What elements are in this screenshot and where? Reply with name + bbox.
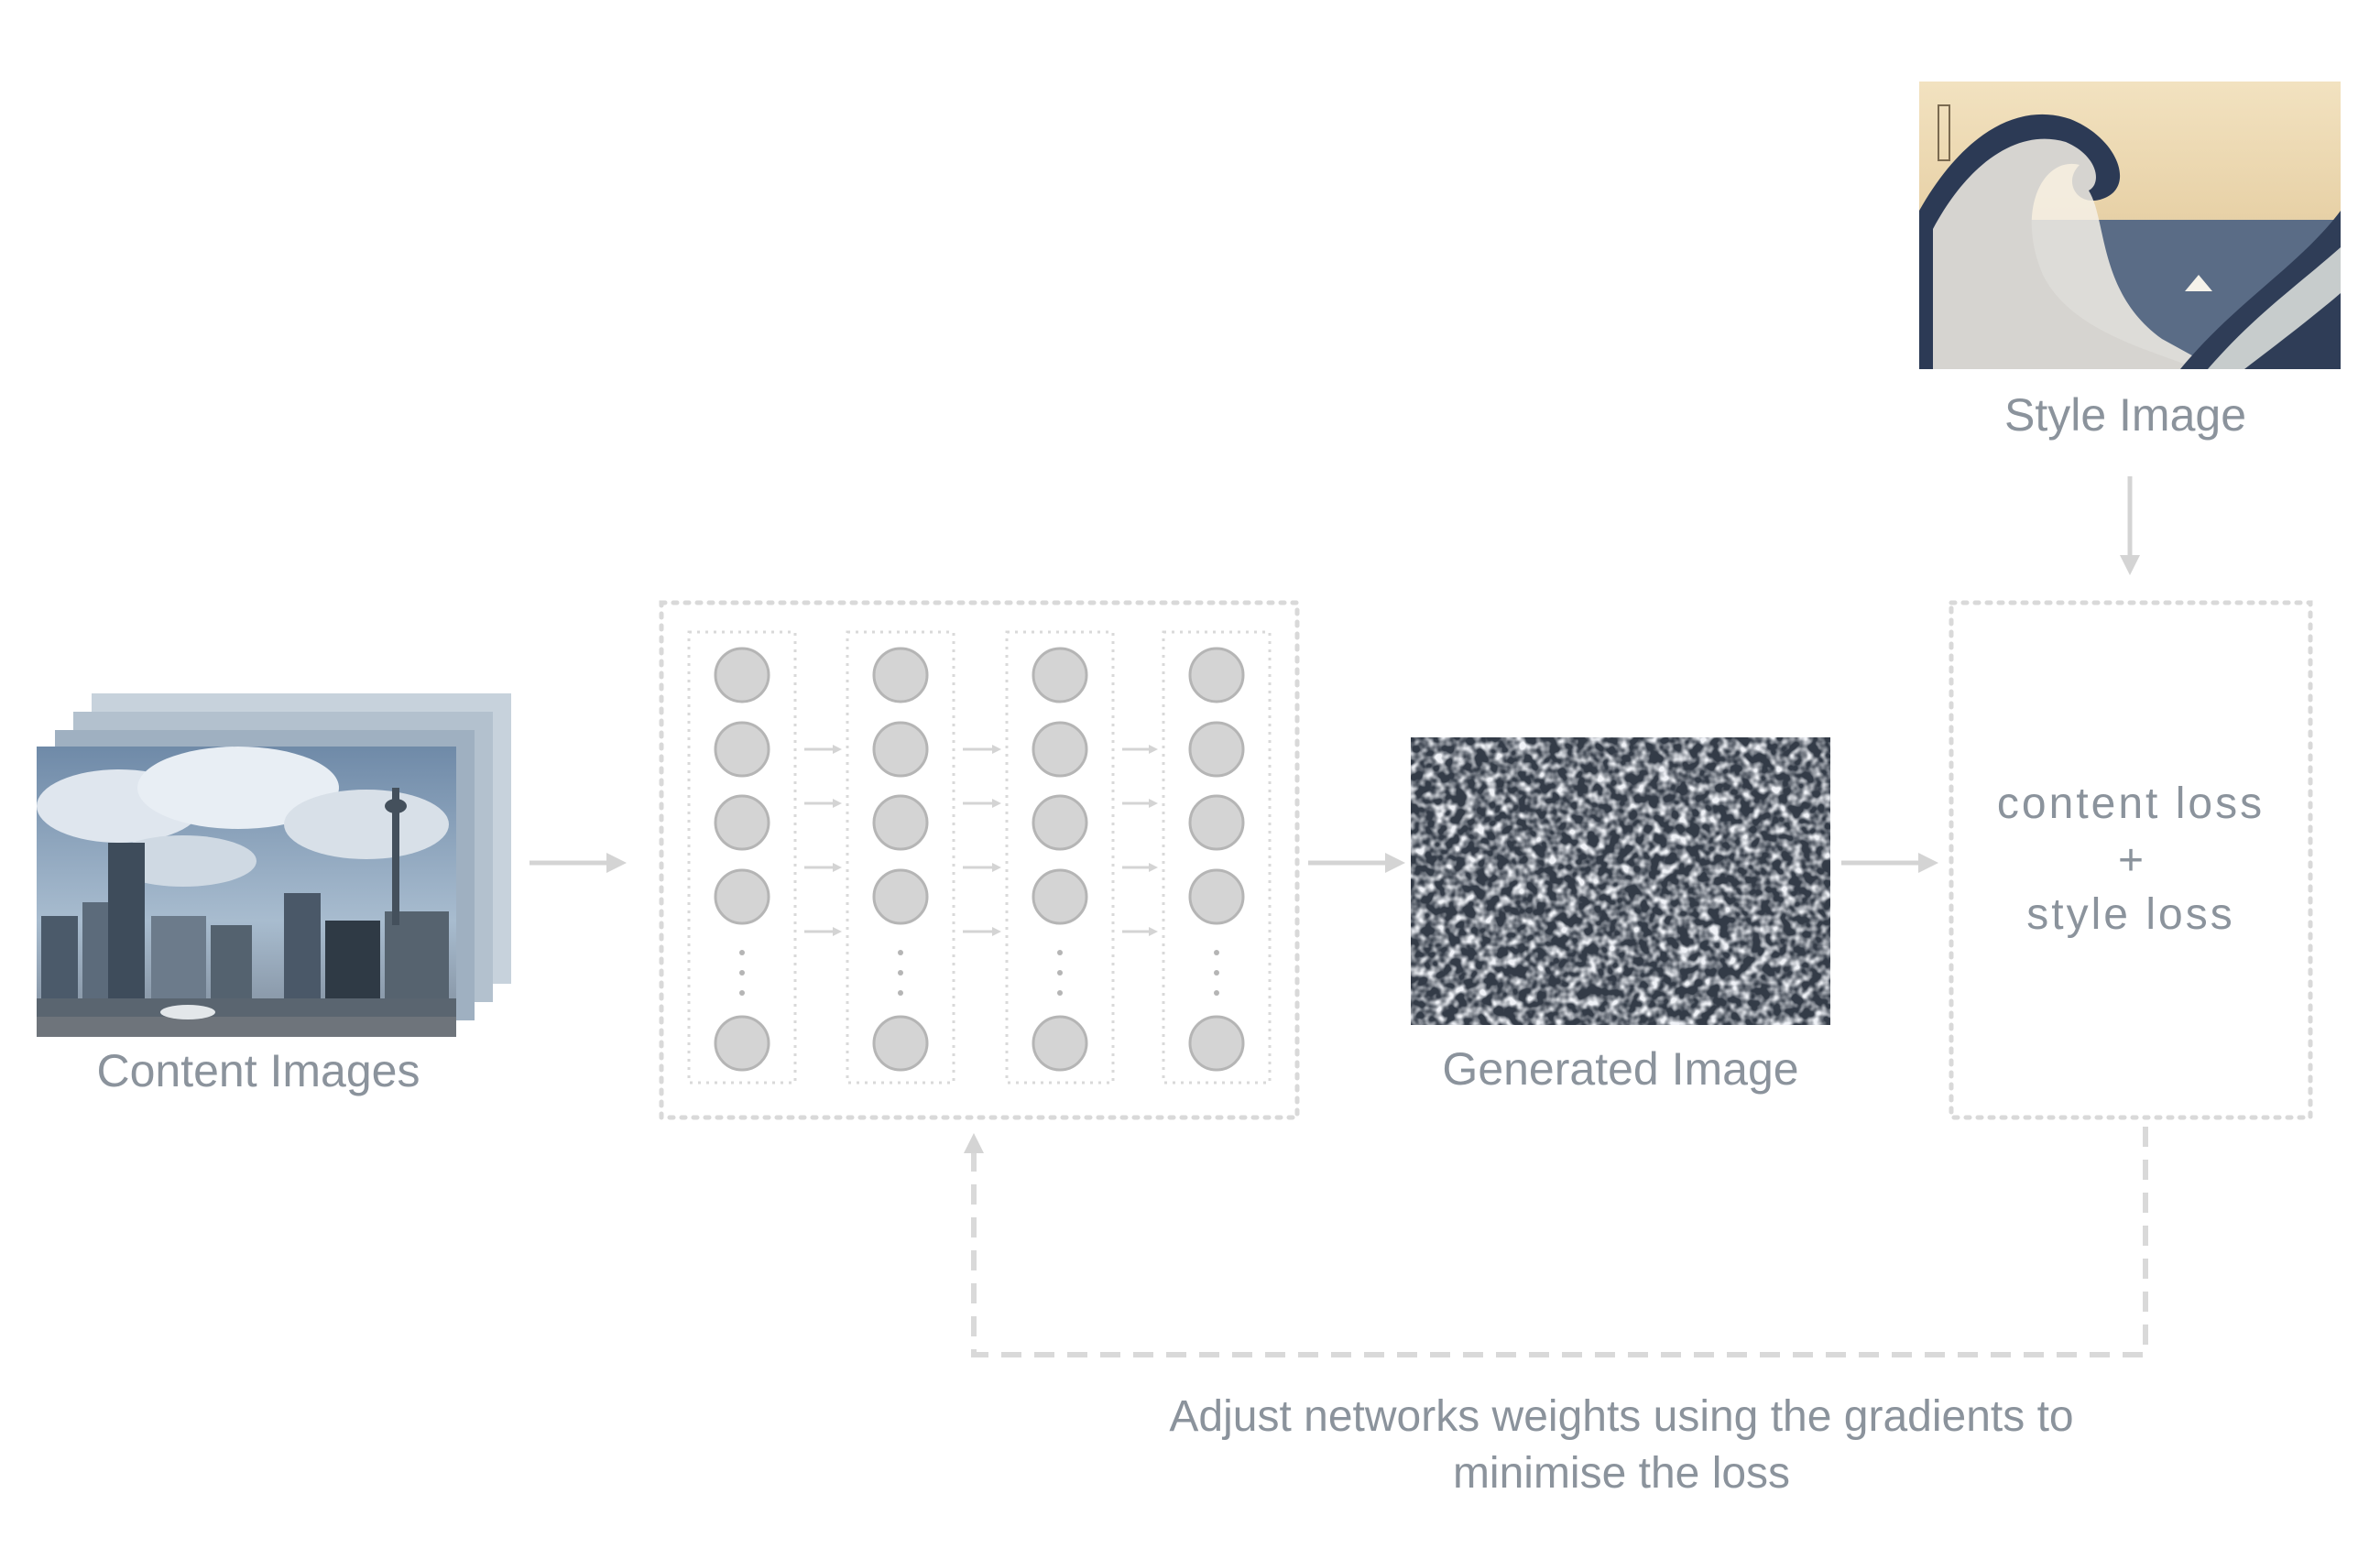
neuron — [1188, 868, 1245, 925]
neuron — [714, 868, 770, 925]
neuron — [872, 868, 929, 925]
content-image-front — [37, 747, 456, 1037]
loss-plus-label: + — [2118, 836, 2144, 885]
neuron — [714, 721, 770, 778]
layer-4 — [1162, 630, 1272, 1085]
feedback-caption-line1: Adjust networks weights using the gradie… — [1169, 1392, 2073, 1441]
loss-content-label: content loss — [1997, 780, 2265, 828]
style-image — [1919, 82, 2341, 369]
network-box — [659, 600, 1300, 1120]
neuron — [872, 794, 929, 851]
loss-style-label: style loss — [2026, 890, 2234, 939]
neuron — [872, 647, 929, 703]
layer-3 — [1005, 630, 1115, 1085]
neuron — [1032, 647, 1088, 703]
neuron — [1188, 721, 1245, 778]
ellipsis-dot — [739, 970, 745, 976]
neuron — [1032, 1015, 1088, 1072]
content-images-stack — [37, 693, 511, 1037]
neuron — [1188, 647, 1245, 703]
neuron — [872, 721, 929, 778]
ellipsis-dot — [739, 950, 745, 955]
ellipsis-dot — [739, 990, 745, 996]
neuron — [714, 1015, 770, 1072]
ellipsis-dot — [1214, 950, 1219, 955]
ellipsis-dot — [1057, 970, 1063, 976]
loss-box-border — [1949, 600, 2313, 1120]
neuron — [1032, 721, 1088, 778]
ellipsis-dot — [1214, 970, 1219, 976]
neuron — [872, 1015, 929, 1072]
ellipsis-dot — [1057, 990, 1063, 996]
neuron — [714, 647, 770, 703]
feedback-arrow — [964, 1127, 2148, 1357]
content-images-label: Content Images — [97, 1045, 420, 1096]
generated-image — [1411, 737, 1830, 1025]
generated-image-label: Generated Image — [1442, 1043, 1798, 1095]
style-image-label: Style Image — [2004, 389, 2246, 441]
feedback-caption-line2: minimise the loss — [1453, 1449, 1790, 1498]
layer-1 — [687, 630, 797, 1085]
neural-network — [659, 600, 1300, 1120]
loss-box: content loss + style loss — [1949, 600, 2313, 1120]
ellipsis-dot — [898, 970, 903, 976]
neuron — [1188, 794, 1245, 851]
neuron — [1032, 868, 1088, 925]
neuron — [714, 794, 770, 851]
neuron — [1032, 794, 1088, 851]
ellipsis-dot — [898, 990, 903, 996]
layer-2 — [846, 630, 955, 1085]
ellipsis-dot — [1057, 950, 1063, 955]
ellipsis-dot — [1214, 990, 1219, 996]
neuron — [1188, 1015, 1245, 1072]
ellipsis-dot — [898, 950, 903, 955]
